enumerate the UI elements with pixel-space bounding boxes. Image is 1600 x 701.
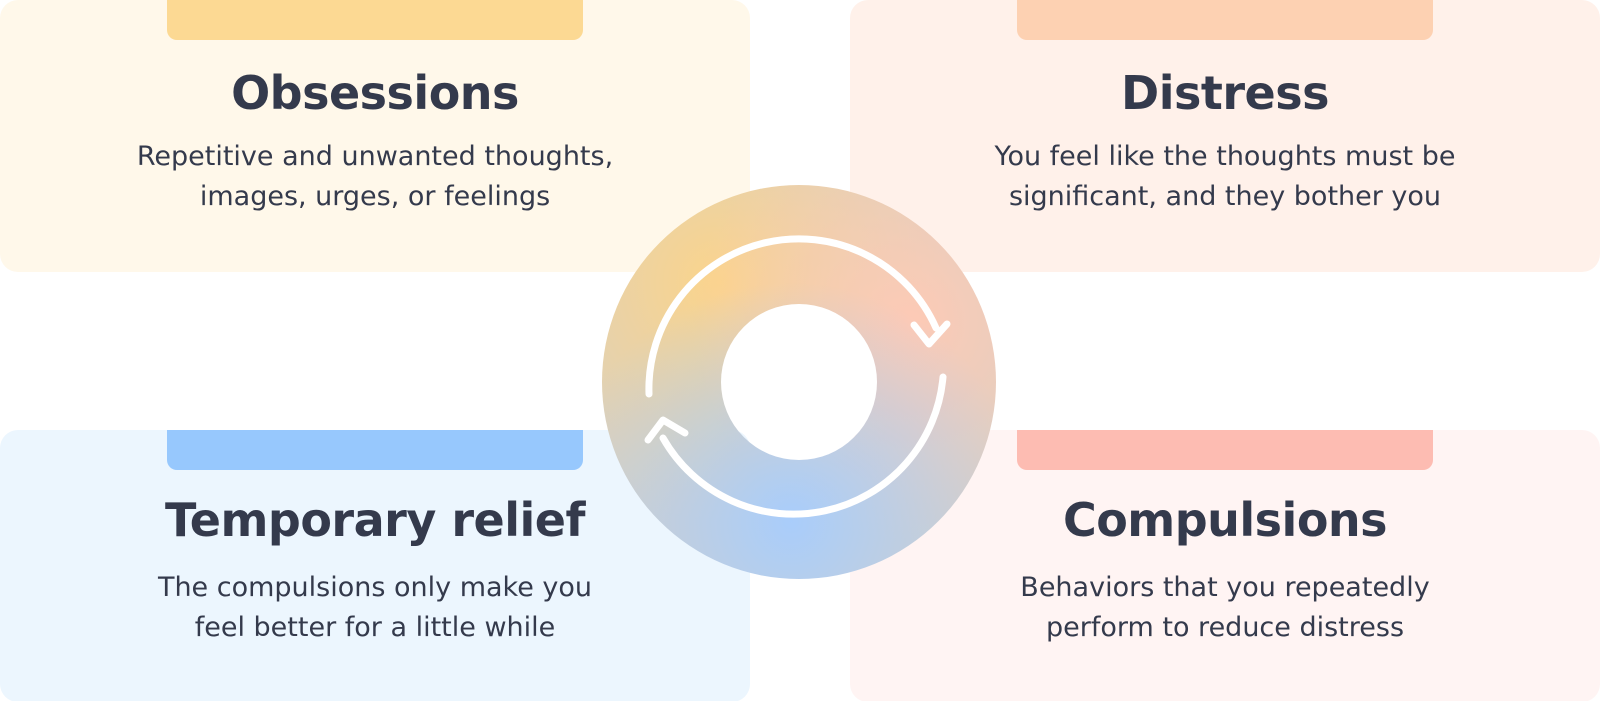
cycle-arrows-icon: [600, 183, 998, 581]
card-tab-obsessions: [167, 0, 583, 40]
card-obsessions: Obsessions Repetitive and unwanted thoug…: [0, 0, 750, 272]
card-description-temporary-relief: The compulsions only make you feel bette…: [157, 572, 593, 643]
card-title-temporary-relief: Temporary relief: [165, 493, 585, 547]
card-title-distress: Distress: [1121, 66, 1329, 120]
card-description-compulsions: Behaviors that you repeatedly perform to…: [1020, 572, 1430, 643]
card-description-distress: You feel like the thoughts must be signi…: [994, 141, 1456, 212]
card-title-obsessions: Obsessions: [231, 66, 519, 120]
card-tab-temporary-relief: [167, 430, 583, 470]
card-distress: Distress You feel like the thoughts must…: [850, 0, 1600, 272]
card-description-obsessions: Repetitive and unwanted thoughts, images…: [136, 141, 614, 212]
card-title-compulsions: Compulsions: [1062, 493, 1388, 547]
card-tab-distress: [1017, 0, 1433, 40]
card-tab-compulsions: [1017, 430, 1433, 470]
